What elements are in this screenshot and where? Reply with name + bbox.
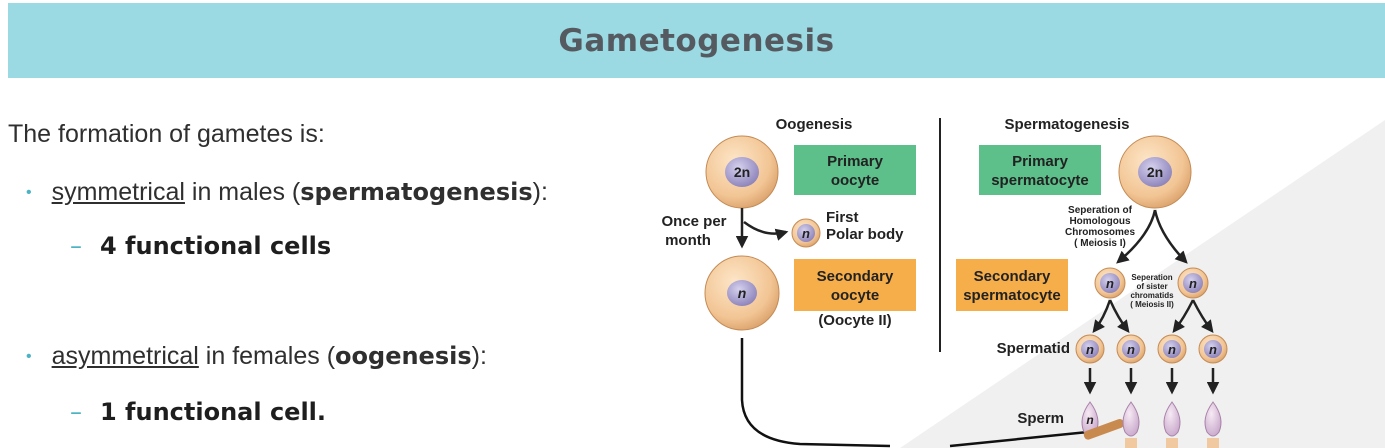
sub-bullet-males: –4 functional cells	[70, 232, 332, 260]
term-oogenesis: oogenesis	[335, 342, 472, 370]
svg-text:spermatocyte: spermatocyte	[963, 287, 1061, 304]
oogenesis-title: Oogenesis	[776, 116, 853, 133]
svg-text:n: n	[1209, 342, 1217, 357]
cell-label-2n: 2n	[734, 164, 750, 180]
title-banner: Gametogenesis	[8, 3, 1385, 78]
sperm-cell-3	[1163, 401, 1181, 437]
secondary-oocyte-label-1: Secondary	[817, 268, 894, 285]
term-asymmetrical: asymmetrical	[51, 342, 199, 370]
svg-text:of sister: of sister	[1136, 282, 1167, 291]
term-spermatogenesis: spermatogenesis	[300, 178, 533, 206]
primary-spermatocyte-nucleus	[1138, 157, 1172, 187]
bullet-females: •asymmetrical in females (oogenesis):	[26, 342, 487, 370]
svg-text:n: n	[1168, 342, 1176, 357]
text-panel: The formation of gametes is: • symmetrica…	[8, 100, 628, 440]
secondary-spermatocyte-box	[956, 259, 1068, 311]
svg-text:Homologous: Homologous	[1069, 216, 1131, 227]
first-polar-label-1: First	[826, 209, 859, 226]
intro-text: The formation of gametes is:	[8, 120, 325, 148]
arrow-to-polar-body	[743, 221, 789, 241]
primary-oocyte-nucleus	[725, 157, 759, 187]
primary-oocyte-label-2: oocyte	[831, 172, 879, 189]
sperm-label: Sperm	[1017, 410, 1064, 427]
arrow-meiosis1-right	[1153, 209, 1188, 264]
svg-text:chromatids: chromatids	[1130, 291, 1174, 300]
svg-text:n: n	[1086, 342, 1094, 357]
svg-text:Seperation of: Seperation of	[1068, 205, 1133, 216]
svg-text:( Meiosis I): ( Meiosis I)	[1074, 238, 1126, 249]
functional-cells-males: 4 functional cells	[100, 232, 332, 260]
watermark	[900, 120, 1385, 448]
functional-cells-females: 1 functional cell.	[100, 398, 327, 426]
svg-text:n: n	[1106, 276, 1114, 291]
svg-text:n: n	[1189, 276, 1197, 291]
svg-text:Secondary: Secondary	[974, 268, 1051, 285]
sperm-cell-4	[1204, 401, 1222, 437]
term-symmetrical: symmetrical	[51, 178, 185, 206]
secondary-oocyte-nucleus	[727, 280, 757, 306]
fertilization-path	[740, 338, 1089, 448]
primary-oocyte-label-1: Primary	[827, 153, 884, 170]
svg-text:n: n	[738, 285, 747, 301]
arrow-meiosis1-left	[1116, 209, 1157, 264]
svg-text:( Meiosis II): ( Meiosis II)	[1130, 300, 1174, 309]
primary-spermatocyte-label-2: spermatocyte	[991, 172, 1089, 189]
primary-oocyte-box	[794, 145, 916, 195]
once-per-label-2: month	[665, 232, 711, 249]
first-polar-label-2: Polar body	[826, 226, 904, 243]
svg-text:2n: 2n	[1147, 164, 1163, 180]
sub-bullet-females: –1 functional cell.	[70, 398, 327, 426]
sperm-cell-2	[1122, 401, 1140, 437]
svg-text:n: n	[802, 226, 810, 241]
once-per-label-1: Once per	[661, 213, 726, 230]
sperm-cell-1: n	[1081, 401, 1125, 440]
svg-text:Chromosomes: Chromosomes	[1065, 227, 1135, 238]
bullet-males: •symmetrical in males (spermatogenesis):	[26, 178, 548, 206]
page-title: Gametogenesis	[558, 22, 835, 59]
svg-text:n: n	[1127, 342, 1135, 357]
first-polar-body-nucleus	[797, 224, 815, 242]
secondary-oocyte-box	[794, 259, 916, 311]
secondary-oocyte-label-2: oocyte	[831, 287, 879, 304]
svg-text:Seperation: Seperation	[1131, 273, 1172, 282]
spermatid-label: Spermatid	[997, 340, 1070, 357]
svg-text:n: n	[1086, 413, 1093, 427]
oocyte-ii-label: (Oocyte II)	[818, 312, 891, 329]
bullet-dot: •	[26, 184, 32, 201]
primary-spermatocyte-box	[979, 145, 1101, 195]
bullet-dot: •	[26, 348, 32, 365]
primary-spermatocyte-label-1: Primary	[1012, 153, 1069, 170]
spermatogenesis-title: Spermatogenesis	[1004, 116, 1129, 133]
